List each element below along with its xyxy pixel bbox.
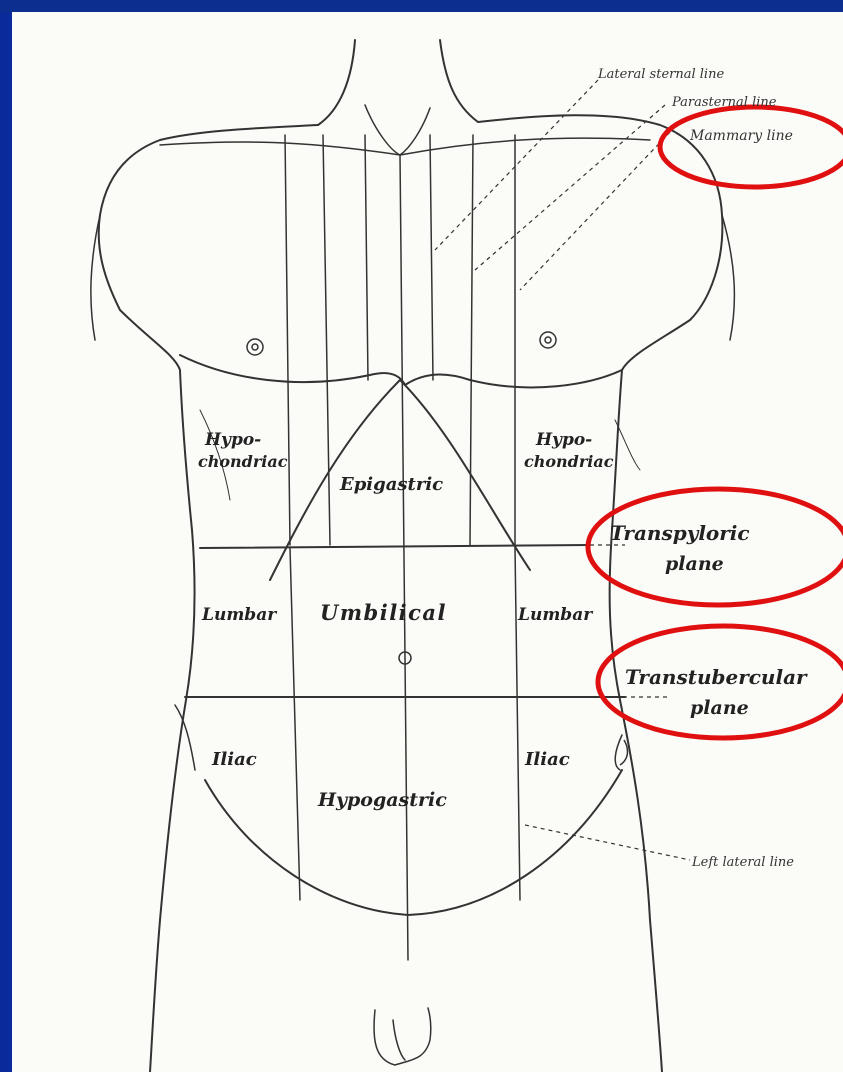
- nipple-left: [540, 332, 556, 348]
- iliac-spine-left-mark: [620, 740, 627, 765]
- flank-left: [615, 420, 640, 470]
- label-epigastric: Epigastric: [339, 474, 443, 495]
- nipple-left-inner: [545, 337, 551, 343]
- torso-outline-right: [99, 125, 318, 1072]
- neck-outline-right: [318, 40, 355, 125]
- label-mammary-line: Mammary line: [689, 128, 793, 144]
- pectoral-right: [180, 355, 405, 385]
- sternal-line-left: [430, 135, 433, 380]
- label-transtubercular-2: plane: [690, 697, 749, 719]
- leader-lateral-sternal: [435, 80, 598, 250]
- label-umbilical: Umbilical: [320, 600, 447, 625]
- highlight-mammary-line: [660, 107, 843, 187]
- leader-left-lateral: [525, 825, 690, 860]
- label-lumbar-left: Lumbar: [517, 605, 593, 625]
- lower-vertical-left: [515, 548, 520, 900]
- label-left-lateral-line: Left lateral line: [691, 855, 794, 870]
- label-hypochondriac-right-2: chondriac: [198, 452, 288, 471]
- label-transtubercular-1: Transtubercular: [625, 665, 808, 689]
- label-hypochondriac-left-2: chondriac: [524, 452, 614, 471]
- parasternal-line-right: [323, 135, 330, 545]
- label-lumbar-right: Lumbar: [201, 605, 277, 625]
- label-hypogastric: Hypogastric: [317, 789, 447, 811]
- label-lateral-sternal-line: Lateral sternal line: [597, 67, 724, 82]
- label-transpyloric-1: Transpyloric: [610, 521, 750, 545]
- highlight-transpyloric-plane: [588, 489, 843, 605]
- label-iliac-left: Iliac: [524, 749, 570, 770]
- label-parasternal-line: Parasternal line: [671, 95, 777, 110]
- nipple-right-inner: [252, 344, 258, 350]
- label-transpyloric-2: plane: [665, 553, 724, 575]
- lower-vertical-right: [290, 548, 300, 900]
- pectoral-left: [405, 370, 622, 387]
- parasternal-line-left: [470, 135, 473, 545]
- label-hypochondriac-right-1: Hypo-: [204, 430, 261, 450]
- transpyloric-plane-line: [200, 545, 590, 548]
- neck-inner: [365, 105, 430, 155]
- leader-parasternal: [475, 105, 665, 270]
- sternal-line-right: [365, 135, 368, 380]
- midline: [400, 155, 408, 960]
- lateral-sternal-line-right: [285, 135, 290, 545]
- clavicle-line: [160, 138, 650, 155]
- nipple-right: [247, 339, 263, 355]
- neck-outline-left: [440, 40, 478, 122]
- label-iliac-right: Iliac: [211, 749, 257, 770]
- arm-left: [722, 215, 734, 340]
- genitals: [374, 1008, 431, 1065]
- label-hypochondriac-left-1: Hypo-: [535, 430, 592, 450]
